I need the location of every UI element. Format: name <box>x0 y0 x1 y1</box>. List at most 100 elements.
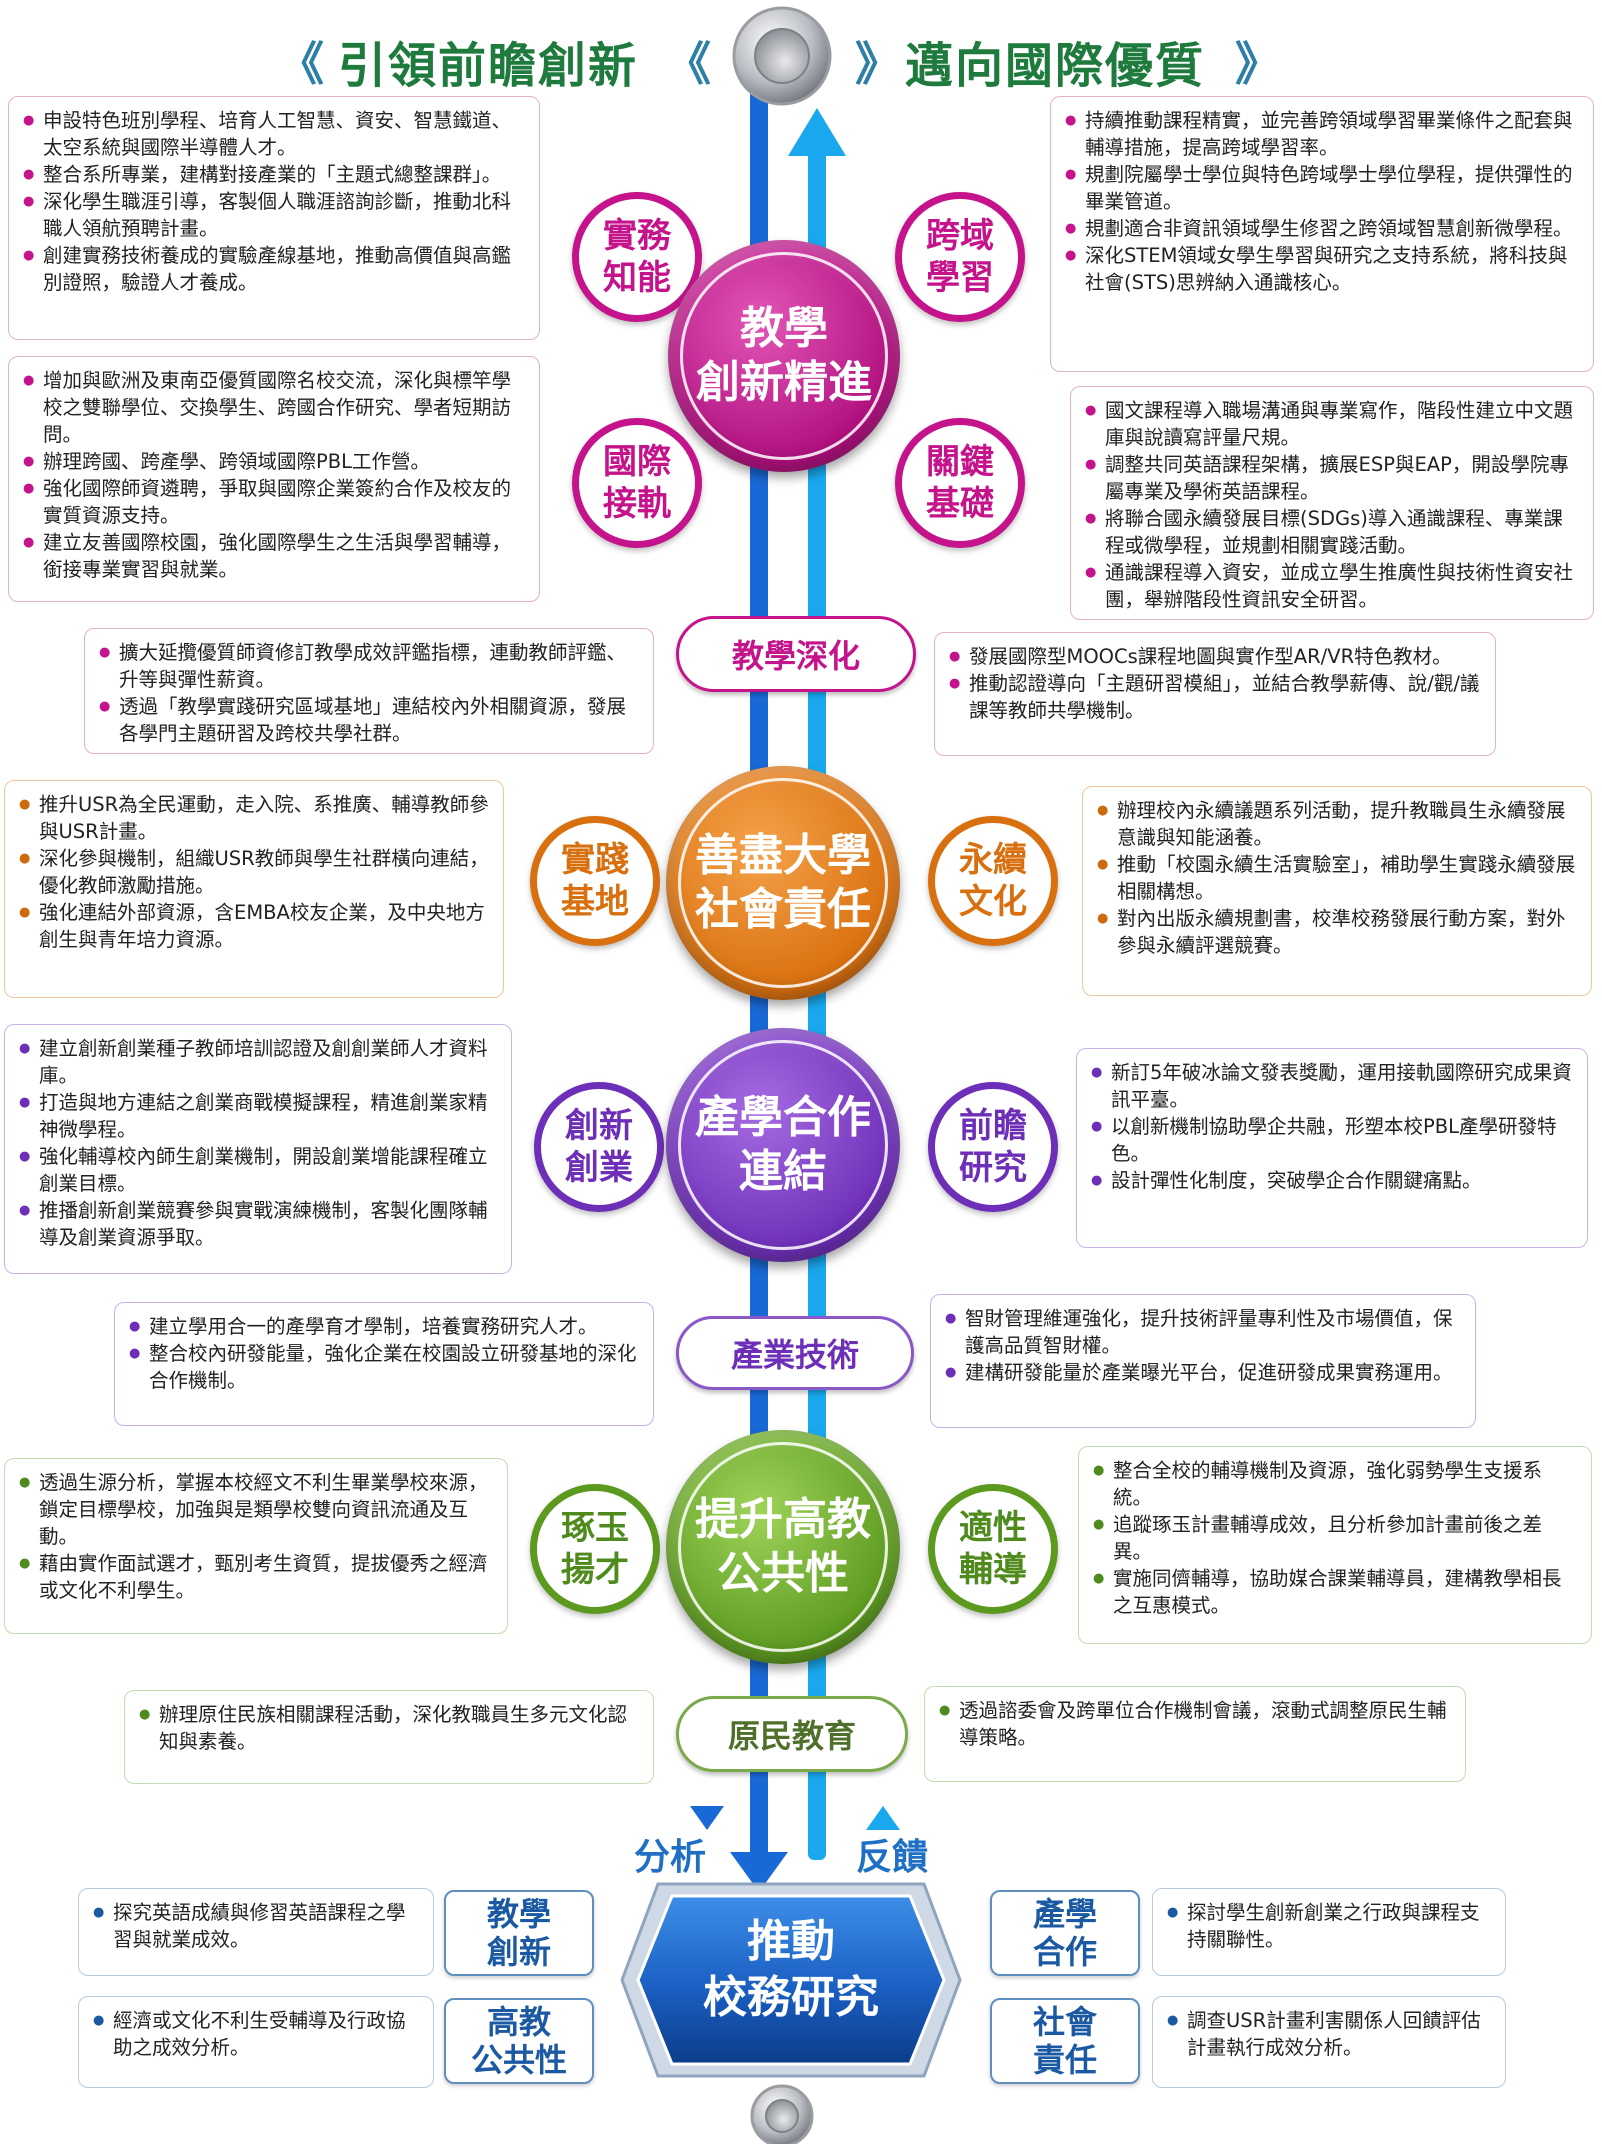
list-item: 新訂5年破冰論文發表獎勵，運用接軌國際研究成果資訊平臺。 <box>1091 1059 1573 1113</box>
node-label-line: 輔導 <box>959 1550 1027 1590</box>
tag-label-line: 產學 <box>1032 1895 1097 1933</box>
node-innovation-startup: 創新創業 <box>534 1082 664 1212</box>
header-right-title: 邁向國際優質 <box>905 38 1206 94</box>
tag-label-line: 責任 <box>1032 2041 1097 2079</box>
node-label-line: 實踐 <box>561 840 629 880</box>
list-item: 增加與歐洲及東南亞優質國際名校交流，深化與標竿學校之雙聯學位、交換學生、跨國合作… <box>23 367 525 448</box>
industry-tech-left-box: 建立學用合一的產學育才學制，培養實務研究人才。 整合校內研發能量，強化企業在校園… <box>114 1302 654 1426</box>
node-talent-cultivation: 琢玉揚才 <box>530 1484 660 1614</box>
list-item: 建立友善國際校園，強化國際學生之生活與學習輔導，銜接專業實習與就業。 <box>23 529 525 583</box>
list-item: 強化國際師資遴聘，爭取與國際企業簽約合作及校友的實質資源支持。 <box>23 475 525 529</box>
list-item: 深化學生職涯引導，客製個人職涯諮詢診斷，推動北科職人領航預聘計畫。 <box>23 188 525 242</box>
list-item: 推動「校園永續生活實驗室」，補助學生實踐永續發展相關構想。 <box>1097 851 1577 905</box>
list-item: 探究英語成績與修習英語課程之學習與就業成效。 <box>93 1899 419 1953</box>
down-arrow-head-icon <box>730 1852 788 1892</box>
public-guidance-box: 整合全校的輔導機制及資源，強化弱勢學生支援系統。 追蹤琢玉計畫輔導成效，且分析參… <box>1078 1446 1592 1644</box>
hub-ring <box>678 1040 888 1250</box>
top-knob-icon <box>732 6 832 106</box>
tag-label-line: 高教 <box>486 2003 551 2041</box>
list-item: 打造與地方連結之創業商戰模擬課程，精進創業家精神微學程。 <box>19 1089 497 1143</box>
teaching-international-box: 增加與歐洲及東南亞優質國際名校交流，深化與標竿學校之雙聯學位、交換學生、跨國合作… <box>8 356 540 602</box>
node-label-line: 跨域 <box>926 216 994 256</box>
ir-center-title: 推動 校務研究 <box>618 1914 964 2026</box>
list-item: 深化參與機制，組織USR教師與學生社群橫向連結，優化教師激勵措施。 <box>19 845 489 899</box>
ir-teaching-text-box: 探究英語成績與修習英語課程之學習與就業成效。 <box>78 1888 434 1976</box>
list-item: 發展國際型MOOCs課程地圖與實作型AR/VR特色教材。 <box>949 643 1481 670</box>
list-item: 探討學生創新創業之行政與課程支持關聯性。 <box>1167 1899 1491 1953</box>
node-forward-research: 前瞻研究 <box>928 1082 1058 1212</box>
chevron-left-inner-icon: 《 <box>665 37 711 91</box>
node-label-line: 永續 <box>959 840 1027 880</box>
node-label-line: 揚才 <box>561 1550 629 1590</box>
node-sustain-culture: 永續文化 <box>928 816 1058 946</box>
node-adaptive-guidance: 適性輔導 <box>928 1484 1058 1614</box>
list-item: 強化連結外部資源，含EMBA校友企業，及中央地方創生與青年培力資源。 <box>19 899 489 953</box>
industry-hub: 產學合作連結 <box>666 1028 900 1262</box>
list-item: 規劃適合非資訊領域學生修習之跨領域智慧創新微學程。 <box>1065 215 1579 242</box>
list-item: 辦理原住民族相關課程活動，深化教職員生多元文化認知與素養。 <box>139 1701 639 1755</box>
node-label-line: 創業 <box>565 1148 633 1188</box>
list-item: 整合校內研發能量，強化企業在校園設立研發基地的深化合作機制。 <box>129 1340 639 1394</box>
list-item: 強化輔導校內師生創業機制，開設創業增能課程確立創業目標。 <box>19 1143 497 1197</box>
list-item: 追蹤琢玉計畫輔導成效，且分析參加計畫前後之差異。 <box>1093 1511 1577 1565</box>
usr-practice-box: 推升USR為全民運動，走入院、系推廣、輔導教師參與USR計畫。 深化參與機制，組… <box>4 780 504 998</box>
list-item: 推升USR為全民運動，走入院、系推廣、輔導教師參與USR計畫。 <box>19 791 489 845</box>
list-item: 實施同儕輔導，協助媒合課業輔導員，建構教學相長之互惠模式。 <box>1093 1565 1577 1619</box>
ir-tag-public: 高教公共性 <box>444 1998 594 2084</box>
ir-public-text-box: 經濟或文化不利生受輔導及行政協助之成效分析。 <box>78 1996 434 2088</box>
usr-hub: 善盡大學社會責任 <box>666 766 900 1000</box>
feedback-label: 反饋 <box>856 1837 929 1878</box>
analysis-label: 分析 <box>634 1837 707 1878</box>
list-item: 通識課程導入資安，並成立學生推廣性與技術性資安社團，舉辦階段性資訊安全研習。 <box>1085 559 1579 613</box>
chevron-left-outer-icon: 《 <box>278 37 324 91</box>
list-item: 持續推動課程精實，並完善跨領域學習畢業條件之配套與輔導措施，提高跨域學習率。 <box>1065 107 1579 161</box>
public-hub: 提升高教公共性 <box>666 1430 900 1664</box>
teaching-deepen-left-box: 擴大延攬優質師資修訂教學成效評鑑指標，連動教師評鑑、升等與彈性薪資。 透過「教學… <box>84 628 654 754</box>
chevron-right-inner-icon: 》 <box>855 37 901 91</box>
list-item: 辦理跨國、跨產學、跨領域國際PBL工作營。 <box>23 448 525 475</box>
list-item: 推播創新創業競賽參與實戰演練機制，客製化團隊輔導及創業資源爭取。 <box>19 1197 497 1251</box>
node-label-line: 基礎 <box>926 484 994 524</box>
tag-label-line: 合作 <box>1032 1933 1097 1971</box>
public-talent-box: 透過生源分析，掌握本校經文不利生畢業學校來源，鎖定目標學校，加強與是類學校雙向資… <box>4 1458 508 1634</box>
ir-tag-usr: 社會責任 <box>990 1998 1140 2084</box>
list-item: 擴大延攬優質師資修訂教學成效評鑑指標，連動教師評鑑、升等與彈性薪資。 <box>99 639 639 693</box>
industry-startup-box: 建立創新創業種子教師培訓認證及創創業師人才資料庫。 打造與地方連結之創業商戰模擬… <box>4 1024 512 1274</box>
node-label-line: 研究 <box>959 1148 1027 1188</box>
list-item: 對內出版永續規劃書，校準校務發展行動方案，對外參與永續評選競賽。 <box>1097 905 1577 959</box>
node-label-line: 實務 <box>603 216 671 256</box>
node-label-line: 創新 <box>565 1106 633 1146</box>
ir-title-line: 推動 <box>747 1916 835 1967</box>
ir-usr-text-box: 調查USR計畫利害關係人回饋評估計畫執行成效分析。 <box>1152 1996 1506 2088</box>
node-label-line: 適性 <box>959 1508 1027 1548</box>
node-international: 國際接軌 <box>572 418 702 548</box>
teaching-deepen-right-box: 發展國際型MOOCs課程地圖與實作型AR/VR特色教材。 推動認證導向「主題研習… <box>934 632 1496 756</box>
institutional-research-hexagon <box>620 1882 962 2078</box>
node-label-line: 前瞻 <box>959 1106 1027 1146</box>
ir-tag-teaching-innovation: 教學創新 <box>444 1890 594 1976</box>
list-item: 辦理校內永續議題系列活動，提升教職員生永續發展意識與知能涵養。 <box>1097 797 1577 851</box>
hub-ring <box>678 1442 888 1652</box>
ir-industry-text-box: 探討學生創新創業之行政與課程支持關聯性。 <box>1152 1888 1506 1976</box>
pill-teaching-deepen: 教學深化 <box>676 616 916 692</box>
list-item: 深化STEM領域女學生學習與研究之支持系統，將科技與社會(STS)思辨納入通識核… <box>1065 242 1579 296</box>
hub-ring <box>680 252 888 460</box>
tag-label-line: 創新 <box>486 1933 551 1971</box>
list-item: 建構研發能量於產業曝光平台，促進研發成果實務運用。 <box>945 1359 1461 1386</box>
node-label-line: 知能 <box>603 258 671 298</box>
list-item: 設計彈性化制度，突破學企合作關鍵痛點。 <box>1091 1167 1573 1194</box>
usr-sustain-box: 辦理校內永續議題系列活動，提升教職員生永續發展意識與知能涵養。 推動「校園永續生… <box>1082 786 1592 996</box>
ir-title-line: 校務研究 <box>703 1972 879 2023</box>
ir-tag-industry: 產學合作 <box>990 1890 1140 1976</box>
list-item: 申設特色班別學程、培育人工智慧、資安、智慧鐵道、太空系統與國際半導體人才。 <box>23 107 525 161</box>
up-arrow-head-icon <box>788 108 846 156</box>
list-item: 調查USR計畫利害關係人回饋評估計畫執行成效分析。 <box>1167 2007 1491 2061</box>
tag-label-line: 社會 <box>1032 2003 1097 2041</box>
tag-label-line: 教學 <box>486 1895 551 1933</box>
pill-industry-tech: 產業技術 <box>676 1316 914 1390</box>
node-label-line: 關鍵 <box>926 442 994 482</box>
list-item: 將聯合國永續發展目標(SDGs)導入通識課程、專業課程或微學程，並規劃相關實踐活… <box>1085 505 1579 559</box>
node-label-line: 學習 <box>926 258 994 298</box>
node-label-line: 文化 <box>959 882 1027 922</box>
teaching-foundation-box: 國文課程導入職場溝通與專業寫作，階段性建立中文題庫與說讀寫評量尺規。 調整共同英… <box>1070 386 1594 620</box>
